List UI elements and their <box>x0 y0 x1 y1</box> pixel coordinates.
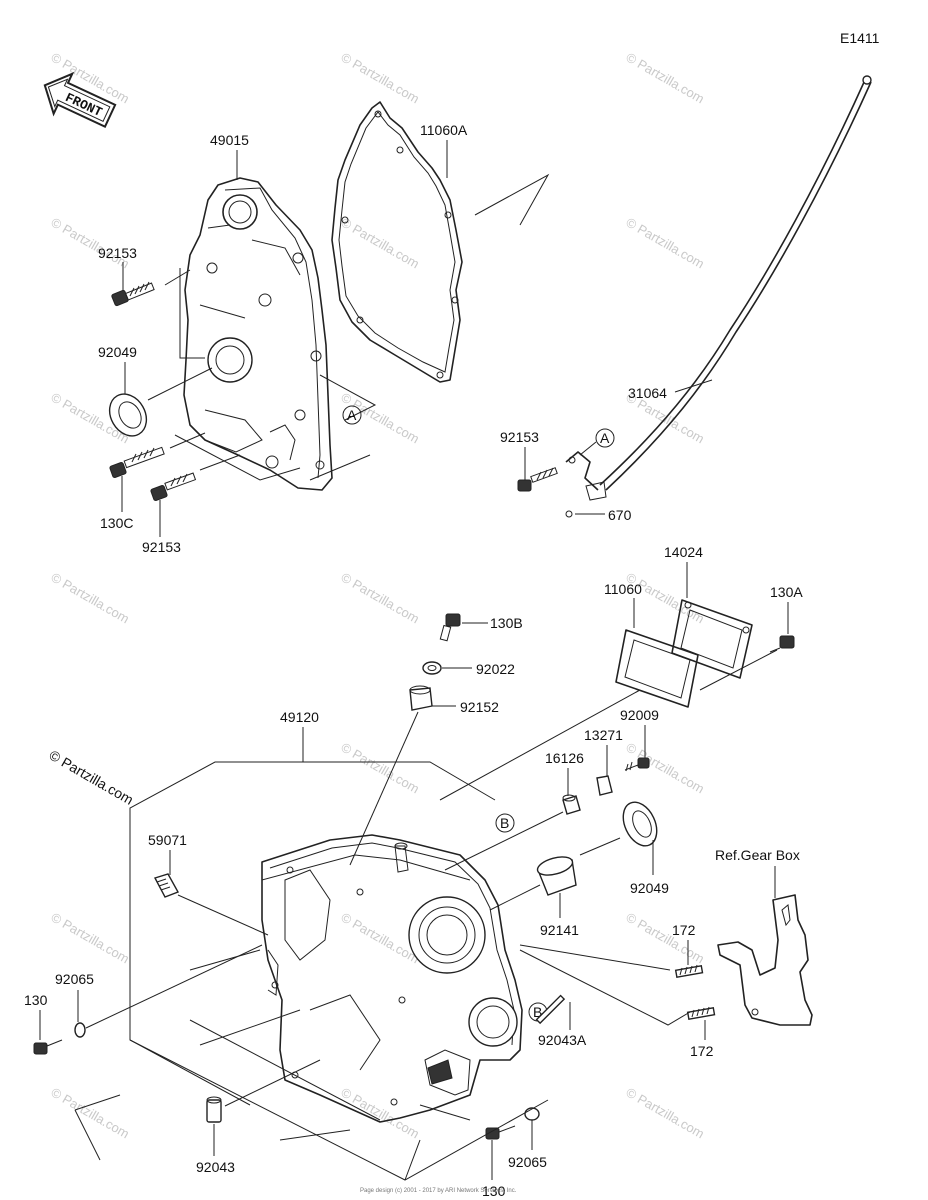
watermark: © Partzilla.com <box>49 570 132 627</box>
screw-92009 <box>624 757 650 772</box>
label-92153-right: 92153 <box>500 429 539 445</box>
callout-b-top: B <box>500 815 509 831</box>
bolt-92153-right <box>517 467 558 492</box>
label-49120: 49120 <box>280 709 319 725</box>
gear-box-bracket <box>717 894 813 1026</box>
label-130-bottom: 130 <box>482 1183 506 1199</box>
label-130-left: 130 <box>24 992 48 1008</box>
label-49015: 49015 <box>210 132 249 148</box>
watermark: © Partzilla.com <box>339 50 422 107</box>
plug-59071 <box>153 873 180 898</box>
dowel-92043A <box>535 994 566 1025</box>
gear-case-cover <box>183 177 333 491</box>
diagram-code: E1411 <box>840 30 880 46</box>
nut-13271 <box>596 775 613 796</box>
label-92022: 92022 <box>476 661 515 677</box>
label-11060: 11060 <box>604 581 642 597</box>
bolt-92153-bottom <box>150 472 197 501</box>
bushing-92141 <box>536 856 577 896</box>
label-14024: 14024 <box>664 544 703 560</box>
gasket-11060A <box>331 101 463 383</box>
dowel-92043 <box>206 1096 222 1123</box>
label-92153-bottom: 92153 <box>142 539 181 555</box>
watermark-label: © Partzilla.com <box>47 747 137 808</box>
watermark: © Partzilla.com <box>339 215 422 272</box>
label-92009: 92009 <box>620 707 659 723</box>
label-11060A: 11060A <box>420 122 468 138</box>
dipstick-bracket <box>565 451 599 491</box>
washer-92065-bottom <box>524 1107 540 1121</box>
label-92065-left: 92065 <box>55 971 94 987</box>
label-31064: 31064 <box>628 385 667 401</box>
gasket-11060 <box>615 629 699 708</box>
watermark: © Partzilla.com <box>339 740 422 797</box>
label-59071: 59071 <box>148 832 187 848</box>
label-92043A: 92043A <box>538 1032 587 1048</box>
label-13271: 13271 <box>584 727 623 743</box>
label-16126: 16126 <box>545 750 584 766</box>
bolt-130-bottom <box>485 1125 516 1140</box>
watermark: © Partzilla.com <box>624 570 707 627</box>
watermark: © Partzilla.com <box>624 1085 707 1142</box>
callout-b-bottom: B <box>533 1004 542 1020</box>
bolt-130-left <box>33 1039 63 1055</box>
label-92065-bottom: 92065 <box>508 1154 547 1170</box>
bolt-130C <box>109 446 165 478</box>
stud-172-bottom <box>686 1006 716 1021</box>
label-92152: 92152 <box>460 699 499 715</box>
label-130C: 130C <box>100 515 133 531</box>
callout-a-left: A <box>347 407 357 423</box>
watermark: © Partzilla.com <box>624 50 707 107</box>
label-130A: 130A <box>770 584 803 600</box>
oil-seal-92049-top <box>108 393 148 437</box>
footer-copyright: Page design (c) 2001 - 2017 by ARI Netwo… <box>360 1188 517 1194</box>
watermark: © Partzilla.com <box>339 570 422 627</box>
cover-plate-14024 <box>671 599 753 679</box>
watermark: © Partzilla.com <box>624 215 707 272</box>
bolt-92153-top <box>111 281 155 307</box>
watermark: © Partzilla.com <box>624 910 707 967</box>
watermark: © Partzilla.com <box>339 1085 422 1142</box>
watermark: © Partzilla.com <box>49 215 132 272</box>
label-172-bottom: 172 <box>690 1043 714 1059</box>
crankcase-49120 <box>261 834 523 1123</box>
label-92153-top: 92153 <box>98 245 137 261</box>
label-92043: 92043 <box>196 1159 235 1175</box>
bolt-130B <box>439 613 461 642</box>
washer-92065-left <box>74 1022 86 1038</box>
label-92049-top: 92049 <box>98 344 137 360</box>
pin-16126 <box>562 794 581 815</box>
label-92049-bottom: 92049 <box>630 880 669 896</box>
callout-a-right: A <box>600 430 610 446</box>
label-670: 670 <box>608 507 632 523</box>
reference-gear-box: Ref.Gear Box <box>715 847 800 863</box>
watermark: © Partzilla.com <box>49 910 132 967</box>
oil-seal-92049-bottom <box>622 801 658 847</box>
seal-92152 <box>409 685 433 711</box>
stud-172-top <box>674 964 704 979</box>
bolt-130A <box>769 635 795 653</box>
label-92141: 92141 <box>540 922 579 938</box>
label-172-top: 172 <box>672 922 696 938</box>
watermark: © Partzilla.com <box>49 1085 132 1142</box>
washer-92022 <box>422 661 442 675</box>
label-130B: 130B <box>490 615 523 631</box>
dipstick-31064 <box>585 75 872 501</box>
watermark: © Partzilla.com <box>624 740 707 797</box>
